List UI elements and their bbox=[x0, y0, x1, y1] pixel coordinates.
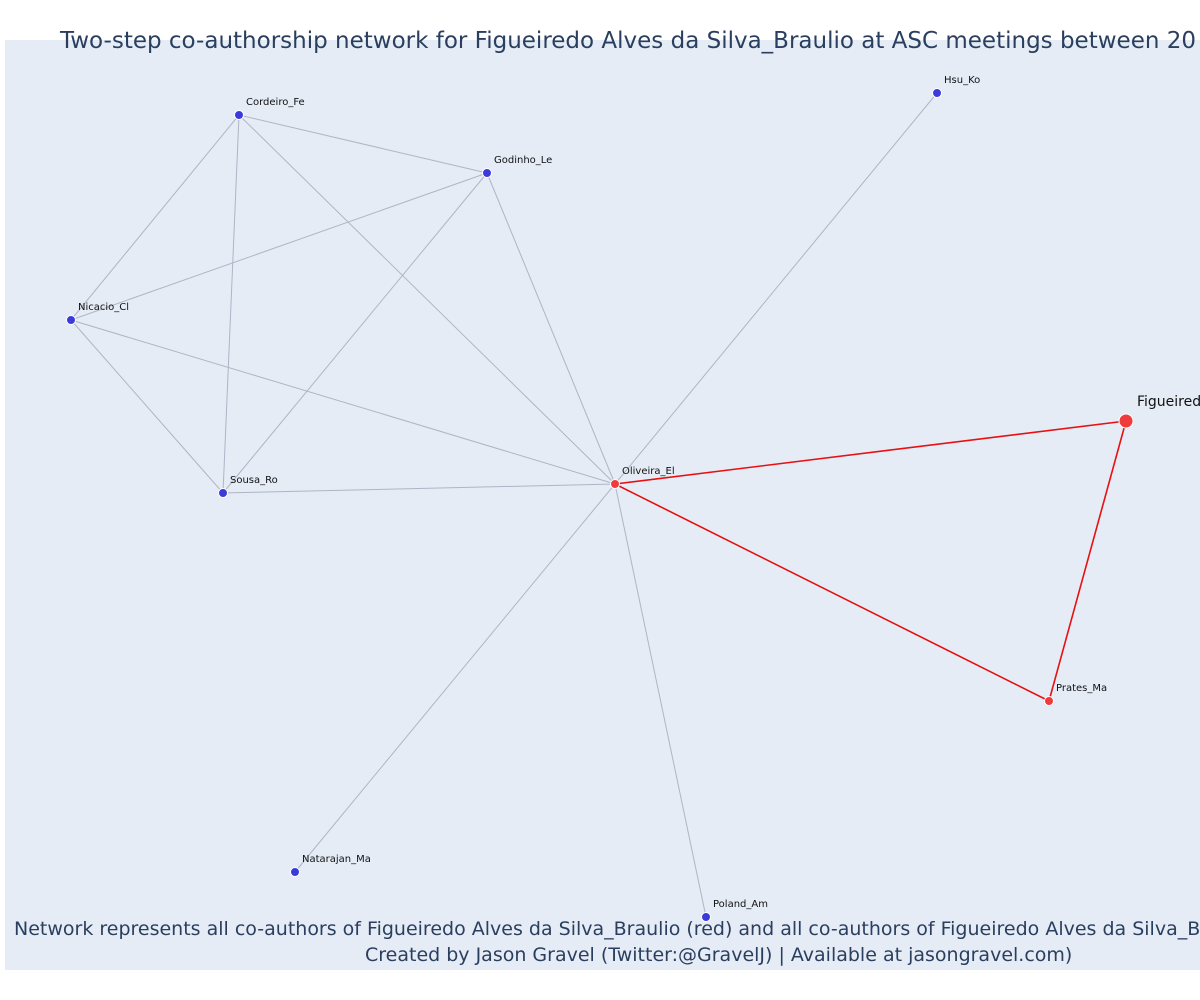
edge-prates-figueiredo bbox=[1048, 420, 1127, 702]
node-hsu[interactable] bbox=[932, 88, 942, 98]
edge-oliveira-prates bbox=[614, 483, 1050, 702]
node-label-poland: Poland_Am bbox=[713, 899, 768, 910]
edge-cordeiro-godinho bbox=[238, 114, 488, 174]
node-sousa[interactable] bbox=[218, 488, 228, 498]
node-label-oliveira: Oliveira_El bbox=[622, 466, 675, 477]
node-label-cordeiro: Cordeiro_Fe bbox=[246, 97, 305, 108]
edge-hsu-oliveira bbox=[614, 92, 938, 485]
node-nicacio[interactable] bbox=[66, 315, 76, 325]
edges-layer bbox=[70, 92, 1127, 918]
edge-godinho-oliveira bbox=[486, 172, 616, 485]
node-natarajan[interactable] bbox=[290, 867, 300, 877]
edge-nicacio-sousa bbox=[70, 319, 224, 494]
edge-cordeiro-oliveira bbox=[238, 114, 616, 485]
edge-godinho-sousa bbox=[222, 172, 488, 494]
node-godinho[interactable] bbox=[482, 168, 492, 178]
plot-area bbox=[5, 40, 1200, 970]
node-label-hsu: Hsu_Ko bbox=[944, 75, 980, 86]
node-label-prates: Prates_Ma bbox=[1056, 683, 1107, 694]
node-label-sousa: Sousa_Ro bbox=[230, 475, 278, 486]
node-poland[interactable] bbox=[701, 912, 711, 922]
edge-nicacio-oliveira bbox=[70, 319, 616, 485]
node-label-godinho: Godinho_Le bbox=[494, 155, 552, 166]
node-label-figueiredo: Figueired bbox=[1137, 394, 1200, 410]
chart-title: Two-step co-authorship network for Figue… bbox=[60, 28, 1196, 54]
edge-godinho-nicacio bbox=[70, 172, 488, 321]
nodes-layer bbox=[66, 88, 1134, 922]
edge-cordeiro-nicacio bbox=[70, 114, 240, 321]
footer-credit: Created by Jason Gravel (Twitter:@Gravel… bbox=[365, 944, 1073, 966]
edge-natarajan-oliveira bbox=[294, 483, 616, 873]
node-oliveira[interactable] bbox=[610, 479, 620, 489]
edge-cordeiro-sousa bbox=[222, 114, 240, 494]
node-figueiredo[interactable] bbox=[1118, 413, 1134, 429]
node-cordeiro[interactable] bbox=[234, 110, 244, 120]
edge-sousa-oliveira bbox=[222, 483, 616, 494]
footer-description: Network represents all co-authors of Fig… bbox=[14, 918, 1200, 940]
edge-oliveira-figueiredo bbox=[614, 420, 1127, 485]
node-label-nicacio: Nicacio_Cl bbox=[78, 302, 129, 313]
node-label-natarajan: Natarajan_Ma bbox=[302, 854, 371, 865]
edge-poland-oliveira bbox=[614, 483, 707, 918]
node-prates[interactable] bbox=[1044, 696, 1054, 706]
